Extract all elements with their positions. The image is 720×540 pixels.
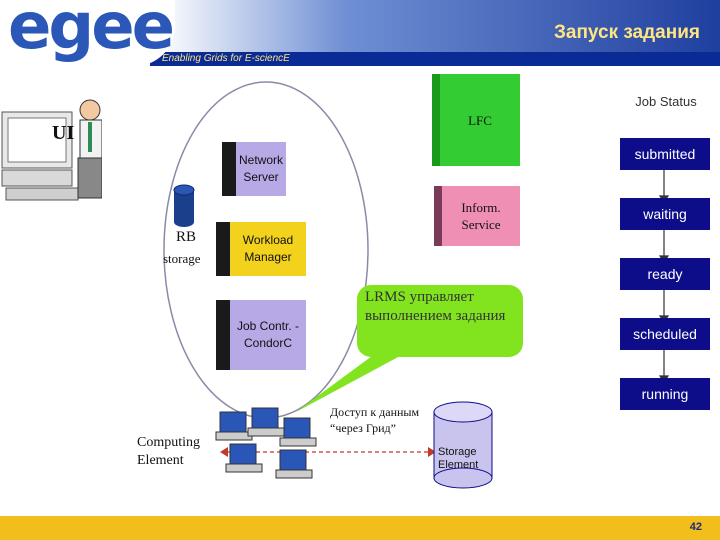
rb-storage-cylinder	[173, 184, 195, 227]
page-number: 42	[689, 521, 702, 533]
rb-storage-label: storage	[163, 251, 201, 266]
job-status-title: Job Status	[635, 94, 697, 109]
inform-service-label: Inform. Service	[442, 186, 520, 246]
network-server-label: Network Server	[236, 142, 286, 196]
lrms-callout: LRMS управляет выполнением задания	[357, 285, 523, 357]
tagline-band	[150, 52, 720, 66]
inform-service-box: Inform. Service	[434, 186, 520, 246]
workload-manager-box: Workload Manager	[216, 222, 306, 276]
lfc-label: LFC	[440, 74, 520, 166]
job-controller-label: Job Contr. - CondorC	[230, 300, 306, 370]
data-access-arrow	[220, 447, 436, 457]
status-ready: ready	[620, 258, 710, 290]
tagline: Enabling Grids for E-sciencE	[162, 53, 290, 64]
ui-label: UI	[52, 122, 75, 144]
storage-element-cylinder	[433, 401, 493, 489]
logo-area	[0, 0, 175, 66]
slide-title: Запуск задания	[553, 22, 700, 43]
workload-manager-label: Workload Manager	[230, 222, 306, 276]
status-submitted: submitted	[620, 138, 710, 170]
storage-element-label: Storage Element	[438, 446, 479, 471]
network-server-box: Network Server	[222, 142, 286, 196]
job-controller-box: Job Contr. - CondorC	[216, 300, 306, 370]
computing-element-icon	[215, 407, 317, 479]
callout-pointer	[296, 356, 400, 412]
status-waiting: waiting	[620, 198, 710, 230]
egee-logo: egee	[8, 0, 175, 64]
user-workstation-icon	[1, 99, 102, 201]
status-scheduled: scheduled	[620, 318, 710, 350]
grid-access-label: Доступ к данным “через Грид”	[330, 405, 420, 435]
footer-band	[0, 516, 720, 540]
computing-element-label: Computing Element	[137, 435, 201, 468]
rb-label: RB	[176, 229, 197, 245]
status-running: running	[620, 378, 710, 410]
lfc-box: LFC	[432, 74, 520, 166]
